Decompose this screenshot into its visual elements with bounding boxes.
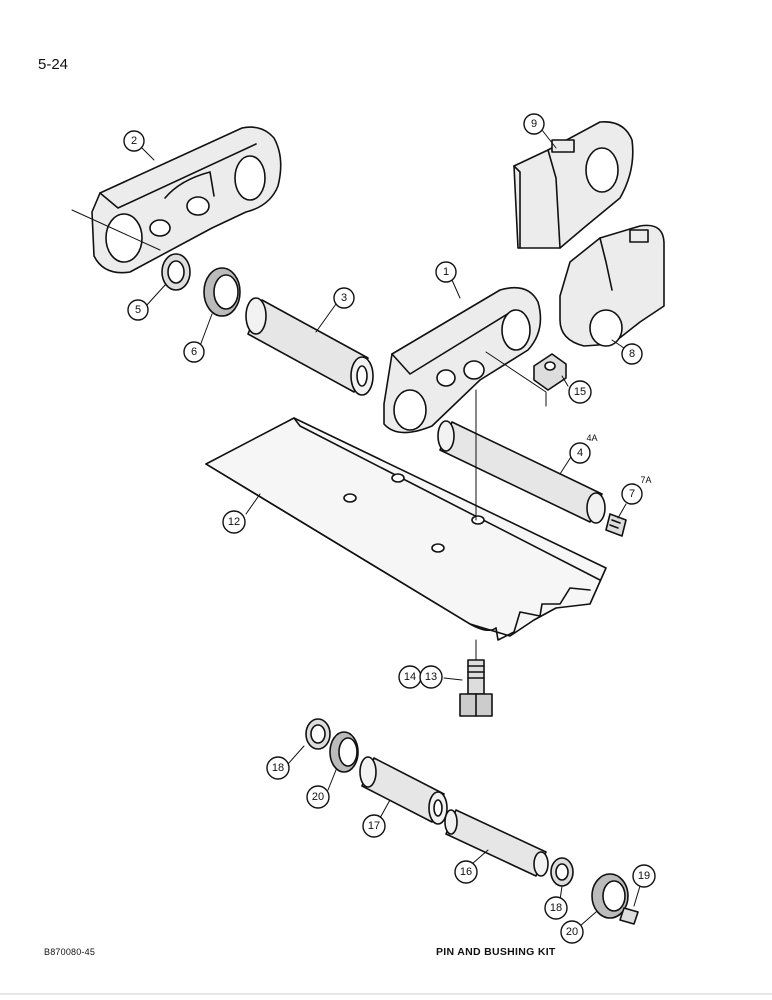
callout-6: 6 — [183, 341, 205, 363]
callout-17: 17 — [362, 814, 386, 838]
kit-seal-upper — [329, 731, 359, 773]
callout-13: 13 — [419, 665, 443, 689]
master-link-lower — [559, 224, 665, 347]
page-number: 5-24 — [38, 56, 69, 73]
svg-text:8: 8 — [629, 348, 635, 360]
svg-text:17: 17 — [368, 820, 380, 832]
seal — [203, 267, 241, 317]
callout-18-lower: 18 — [544, 896, 568, 920]
track-link-left — [71, 126, 282, 274]
svg-text:14: 14 — [404, 671, 416, 683]
callout-8: 8 — [621, 343, 643, 365]
kit-seal-ring-upper — [305, 718, 331, 750]
svg-text:3: 3 — [341, 292, 347, 304]
master-link-upper — [513, 121, 634, 249]
figure-caption: PIN AND BUSHING KIT — [436, 946, 556, 958]
figure-code: B870080-45 — [44, 947, 96, 957]
svg-text:7A: 7A — [640, 475, 651, 485]
svg-text:20: 20 — [312, 791, 324, 803]
bushing — [245, 297, 374, 396]
track-nut — [533, 353, 567, 391]
svg-text:6: 6 — [191, 346, 197, 358]
kit-pin-plug — [619, 907, 639, 925]
svg-text:18: 18 — [272, 762, 284, 774]
callout-15: 15 — [568, 380, 592, 404]
callout-5: 5 — [127, 299, 149, 321]
callout-14: 14 — [398, 665, 422, 689]
callout-20-upper: 20 — [306, 785, 330, 809]
callout-12: 12 — [222, 510, 246, 534]
callout-1: 1 — [435, 261, 457, 283]
svg-text:7: 7 — [629, 488, 635, 500]
track-pin — [437, 420, 606, 524]
pin-plug — [605, 513, 627, 537]
callout-20-lower: 20 — [560, 920, 584, 944]
svg-text:9: 9 — [531, 118, 537, 130]
kit-pin — [444, 809, 549, 877]
svg-text:15: 15 — [574, 386, 586, 398]
leader-lines — [141, 129, 641, 927]
svg-text:12: 12 — [228, 516, 240, 528]
shoe-bolt — [459, 659, 493, 717]
callout-16: 16 — [454, 860, 478, 884]
svg-text:2: 2 — [131, 135, 137, 147]
svg-text:20: 20 — [566, 926, 578, 938]
svg-text:16: 16 — [460, 866, 472, 878]
svg-text:1: 1 — [443, 266, 449, 278]
kit-bushing — [359, 756, 448, 825]
seal-ring — [161, 253, 191, 291]
svg-text:13: 13 — [425, 671, 437, 683]
svg-text:4A: 4A — [586, 433, 597, 443]
callout-18-upper: 18 — [266, 756, 290, 780]
callout-2: 2 — [123, 130, 145, 152]
svg-text:5: 5 — [135, 304, 141, 316]
callout-4: 44A — [569, 433, 598, 464]
kit-seal-ring-lower — [550, 857, 574, 887]
callout-3: 3 — [333, 287, 355, 309]
callout-19: 19 — [632, 864, 656, 888]
svg-text:4: 4 — [577, 447, 583, 459]
svg-text:18: 18 — [550, 902, 562, 914]
kit-seal-lower — [591, 873, 629, 919]
track-link-center — [383, 286, 547, 434]
svg-text:19: 19 — [638, 870, 650, 882]
callout-7: 7 7A — [621, 475, 652, 505]
callout-9: 9 — [523, 113, 545, 135]
track-shoe — [205, 389, 607, 661]
